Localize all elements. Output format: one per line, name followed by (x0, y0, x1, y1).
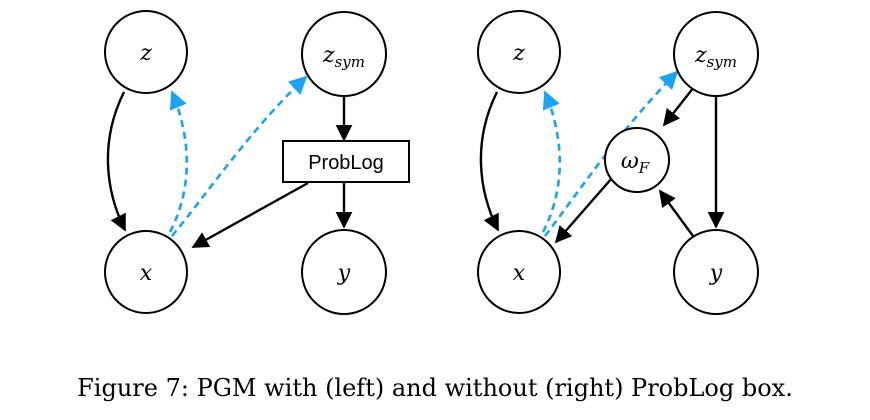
left-diagram: z zsym ProbLog x y (104, 10, 410, 315)
edge-z-to-x-left (106, 91, 127, 232)
node-y-left-label: y (337, 261, 351, 286)
edge-x-to-z-dashed-right (541, 90, 562, 233)
edge-zsym-to-omega (662, 86, 695, 127)
node-zsym-left-subscript: sym (335, 53, 365, 71)
node-zsym-right-subscript: sym (707, 53, 737, 71)
problog-box-label: ProbLog (308, 152, 384, 174)
svg-text:ωF: ωF (621, 149, 650, 177)
node-y-left: y (301, 229, 387, 315)
node-zsym-left-label: z (322, 43, 335, 68)
problog-box: ProbLog (282, 140, 410, 183)
svg-text:zsym: zsym (694, 43, 737, 71)
node-y-right: y (673, 229, 759, 315)
edge-x-to-zsym-dashed-right (543, 70, 679, 237)
node-y-right-label: y (709, 261, 723, 286)
node-zsym-right-label: z (694, 43, 707, 68)
edge-x-to-zsym-dashed-left (170, 75, 308, 237)
figure-caption: Figure 7: PGM with (left) and without (r… (77, 374, 793, 402)
node-x-left: x (104, 230, 188, 314)
node-x-left-label: x (140, 261, 153, 286)
edge-x-to-z-dashed-left (168, 90, 189, 233)
node-zsym-right: zsym (673, 11, 759, 97)
node-omega-right: ωF (604, 127, 670, 193)
edge-problog-to-x (191, 181, 309, 249)
edge-omega-to-x (554, 177, 613, 244)
node-z-left-label: z (139, 41, 152, 66)
svg-text:zsym: zsym (322, 43, 365, 71)
edge-z-to-x-right (479, 91, 500, 232)
node-x-right-label: x (513, 261, 526, 286)
node-omega-right-label: ω (621, 149, 639, 174)
edge-y-to-omega (659, 189, 694, 237)
node-z-right-label: z (512, 41, 525, 66)
right-diagram: z zsym ωF x y (477, 10, 759, 315)
node-zsym-left: zsym (301, 11, 387, 97)
node-z-left: z (104, 10, 188, 94)
node-omega-right-subscript: F (638, 159, 650, 177)
node-x-right: x (477, 230, 561, 314)
node-z-right: z (477, 10, 561, 94)
